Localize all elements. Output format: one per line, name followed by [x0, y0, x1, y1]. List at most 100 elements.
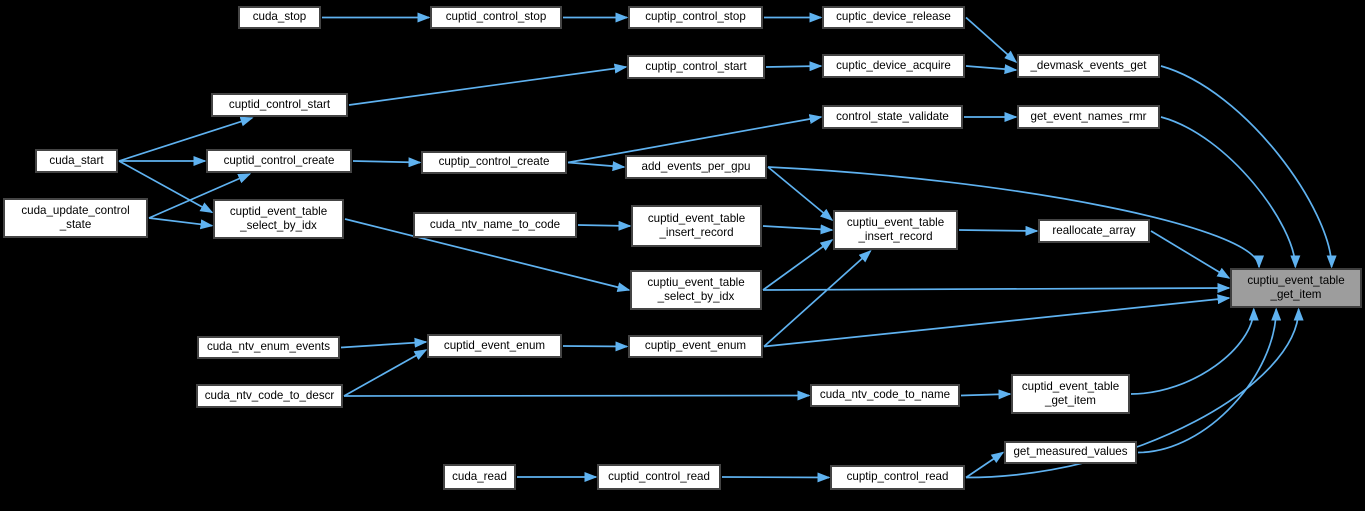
node-label-line: _insert_record: [659, 226, 734, 239]
edge-cuptid-control-create-to-cuptip-control-create: [352, 157, 422, 168]
edge-cuptip-control-create-to-control-state-validate: [567, 114, 823, 164]
node-label-line: cuda_ntv_name_to_code: [429, 217, 561, 231]
graph-node-cuda-ntv-name-to-code[interactable]: cuda_ntv_name_to_code: [413, 212, 577, 238]
edge-cuptip-control-read-to-cuptiu-event-table-get-item: [965, 307, 1304, 479]
edge-cuptiu-event-table-select-by-idx-to-cuptiu-event-table-insert-record: [762, 239, 834, 291]
edge-cuda-ntv-code-to-descr-to-cuptid-event-enum: [343, 349, 428, 397]
edge-cuptiu-event-table-insert-record-to-reallocate-array: [958, 225, 1039, 236]
node-label-line: cuptid_control_read: [608, 469, 710, 483]
edge-cuptic-device-acquire-to--devmask-events-get: [965, 64, 1018, 75]
edge-cuptid-event-table-insert-record-to-cuptiu-event-table-insert-record: [762, 224, 834, 235]
graph-node-cuptid-control-stop[interactable]: cuptid_control_stop: [430, 6, 562, 29]
node-label-line: cuda_update_control: [21, 203, 130, 217]
edge-cuda-start-to-cuptid-control-start: [118, 116, 254, 162]
edge-cuptip-control-create-to-add-events-per-gpu: [567, 161, 626, 172]
node-label-line: cuptid_control_create: [223, 153, 335, 167]
graph-node-cuda-update-control-state[interactable]: cuda_update_control_state: [3, 198, 148, 238]
graph-node-control-state-validate[interactable]: control_state_validate: [822, 105, 963, 129]
graph-node-add-events-per-gpu[interactable]: add_events_per_gpu: [625, 155, 767, 179]
graph-node-cuptip-control-stop[interactable]: cuptip_control_stop: [628, 6, 763, 29]
graph-node-cuptid-control-create[interactable]: cuptid_control_create: [206, 149, 352, 173]
node-label-line: cuda_ntv_enum_events: [206, 340, 331, 354]
edge-add-events-per-gpu-to-cuptiu-event-table-get-item: [767, 166, 1264, 269]
node-label-line: cuptid_control_start: [228, 97, 331, 111]
node-label-line: reallocate_array: [1052, 223, 1136, 237]
node-label-line: cuptip_control_start: [645, 59, 747, 73]
node-label-line: cuda_stop: [252, 10, 307, 24]
edge-cuptiu-event-table-select-by-idx-to-cuptiu-event-table-get-item: [762, 283, 1231, 294]
graph-node-cuptip-control-start[interactable]: cuptip_control_start: [627, 55, 765, 79]
edge-add-events-per-gpu-to-cuptiu-event-table-insert-record: [767, 166, 834, 221]
node-label-line: cuptid_event_enum: [443, 338, 546, 352]
edge-reallocate-array-to-cuptiu-event-table-get-item: [1150, 230, 1231, 279]
edge-cuda-ntv-enum-events-to-cuptid-event-enum: [340, 337, 428, 349]
node-label-line: _select_by_idx: [240, 219, 317, 232]
node-label-line: cuptid_event_table: [229, 204, 328, 218]
edge-cuptip-event-enum-to-cuptiu-event-table-get-item: [763, 294, 1231, 348]
node-label-line: get_event_names_rmr: [1030, 109, 1147, 123]
graph-node-cuda-ntv-code-to-descr[interactable]: cuda_ntv_code_to_descr: [196, 384, 343, 408]
edge-cuda-update-control-state-to-cuptid-control-create: [148, 173, 252, 219]
graph-node-cuptid-event-table-get-item[interactable]: cuptid_event_table_get_item: [1011, 374, 1130, 414]
graph-node-cuda-ntv-code-to-name[interactable]: cuda_ntv_code_to_name: [810, 384, 960, 407]
node-label-line: cuptid_control_stop: [445, 10, 547, 24]
edge-cuda-ntv-code-to-descr-to-cuda-ntv-code-to-name: [343, 390, 811, 401]
graph-node-cuptic-device-acquire[interactable]: cuptic_device_acquire: [822, 54, 965, 78]
node-label-line: get_measured_values: [1013, 445, 1128, 459]
node-label-line: cuptiu_event_table: [647, 275, 745, 289]
edge-get-measured-values-to-cuptiu-event-table-get-item: [1137, 307, 1282, 454]
node-label-line: cuda_read: [452, 469, 507, 483]
edge-cuptip-event-enum-to-cuptiu-event-table-insert-record: [763, 249, 872, 348]
edge-cuda-ntv-name-to-code-to-cuptid-event-table-insert-record: [577, 220, 632, 231]
node-label-line: _get_item: [1045, 394, 1096, 407]
node-label-line: _insert_record: [858, 230, 933, 243]
node-label-line: control_state_validate: [836, 109, 949, 123]
edge-cuptid-control-start-to-cuptip-control-start: [348, 63, 628, 106]
graph-node-reallocate-array[interactable]: reallocate_array: [1038, 219, 1150, 243]
node-label-line: cuptip_control_read: [846, 470, 949, 484]
node-label-line: cuptip_control_create: [438, 155, 550, 169]
node-label-line: cuptiu_event_table: [846, 215, 945, 229]
graph-node-cuptid-event-table-insert-record[interactable]: cuptid_event_table_insert_record: [631, 205, 762, 247]
edge-cuptip-control-read-to-get-measured-values: [965, 451, 1005, 479]
edge-cuda-start-to-cuptid-event-table-select-by-idx: [118, 160, 214, 214]
graph-node--devmask-events-get[interactable]: _devmask_events_get: [1017, 54, 1160, 78]
graph-node-get-measured-values[interactable]: get_measured_values: [1004, 441, 1137, 464]
graph-node-cuda-ntv-enum-events[interactable]: cuda_ntv_enum_events: [197, 336, 340, 359]
node-label-line: _devmask_events_get: [1030, 58, 1147, 72]
graph-node-cuptid-control-read[interactable]: cuptid_control_read: [597, 464, 721, 490]
graph-node-cuptid-event-table-select-by-idx[interactable]: cuptid_event_table_select_by_idx: [213, 199, 344, 239]
node-label-line: cuda_ntv_code_to_descr: [204, 388, 335, 402]
node-label-line: cuptiu_event_table: [1247, 273, 1345, 287]
graph-node-cuptid-event-enum[interactable]: cuptid_event_enum: [427, 334, 562, 358]
node-label-line: add_events_per_gpu: [641, 159, 751, 173]
node-label-line: cuptip_event_enum: [644, 339, 747, 353]
graph-node-cuptid-control-start[interactable]: cuptid_control_start: [211, 93, 348, 117]
graph-node-cuptiu-event-table-select-by-idx[interactable]: cuptiu_event_table_select_by_idx: [630, 270, 762, 310]
edge-get-event-names-rmr-to-cuptiu-event-table-get-item: [1160, 116, 1301, 269]
graph-node-cuptip-control-read[interactable]: cuptip_control_read: [830, 465, 965, 490]
graph-node-cuptiu-event-table-insert-record[interactable]: cuptiu_event_table_insert_record: [833, 210, 958, 250]
edge-cuda-update-control-state-to-cuptid-event-table-select-by-idx: [148, 217, 214, 230]
graph-node-cuda-stop[interactable]: cuda_stop: [238, 6, 321, 29]
edge-cuda-ntv-code-to-name-to-cuptid-event-table-get-item: [960, 389, 1012, 400]
edge--devmask-events-get-to-cuptiu-event-table-get-item: [1160, 65, 1337, 269]
graph-node-cuptic-device-release[interactable]: cuptic_device_release: [822, 6, 965, 29]
edge-cuptid-event-table-select-by-idx-to-cuptiu-event-table-select-by-idx: [344, 218, 631, 293]
graph-node-cuptip-control-create[interactable]: cuptip_control_create: [421, 151, 567, 174]
graph-node-cuda-start[interactable]: cuda_start: [35, 149, 118, 173]
graph-node-cuda-read[interactable]: cuda_read: [443, 464, 516, 490]
node-label-line: _state: [59, 218, 92, 231]
graph-node-cuptip-event-enum[interactable]: cuptip_event_enum: [628, 335, 763, 358]
edge-cuptid-event-table-get-item-to-cuptiu-event-table-get-item: [1130, 307, 1259, 395]
edge-cuptid-control-read-to-cuptip-control-read: [721, 472, 831, 483]
node-label-line: cuptic_device_release: [836, 10, 951, 24]
node-label-line: cuda_ntv_code_to_name: [819, 388, 951, 402]
edge-cuptid-event-enum-to-cuptip-event-enum: [562, 341, 629, 352]
edge-cuptip-control-start-to-cuptic-device-acquire: [765, 61, 823, 72]
node-label-line: _select_by_idx: [657, 290, 735, 303]
graph-node-get-event-names-rmr[interactable]: get_event_names_rmr: [1017, 105, 1160, 129]
edge-cuptic-device-release-to--devmask-events-get: [965, 16, 1018, 63]
